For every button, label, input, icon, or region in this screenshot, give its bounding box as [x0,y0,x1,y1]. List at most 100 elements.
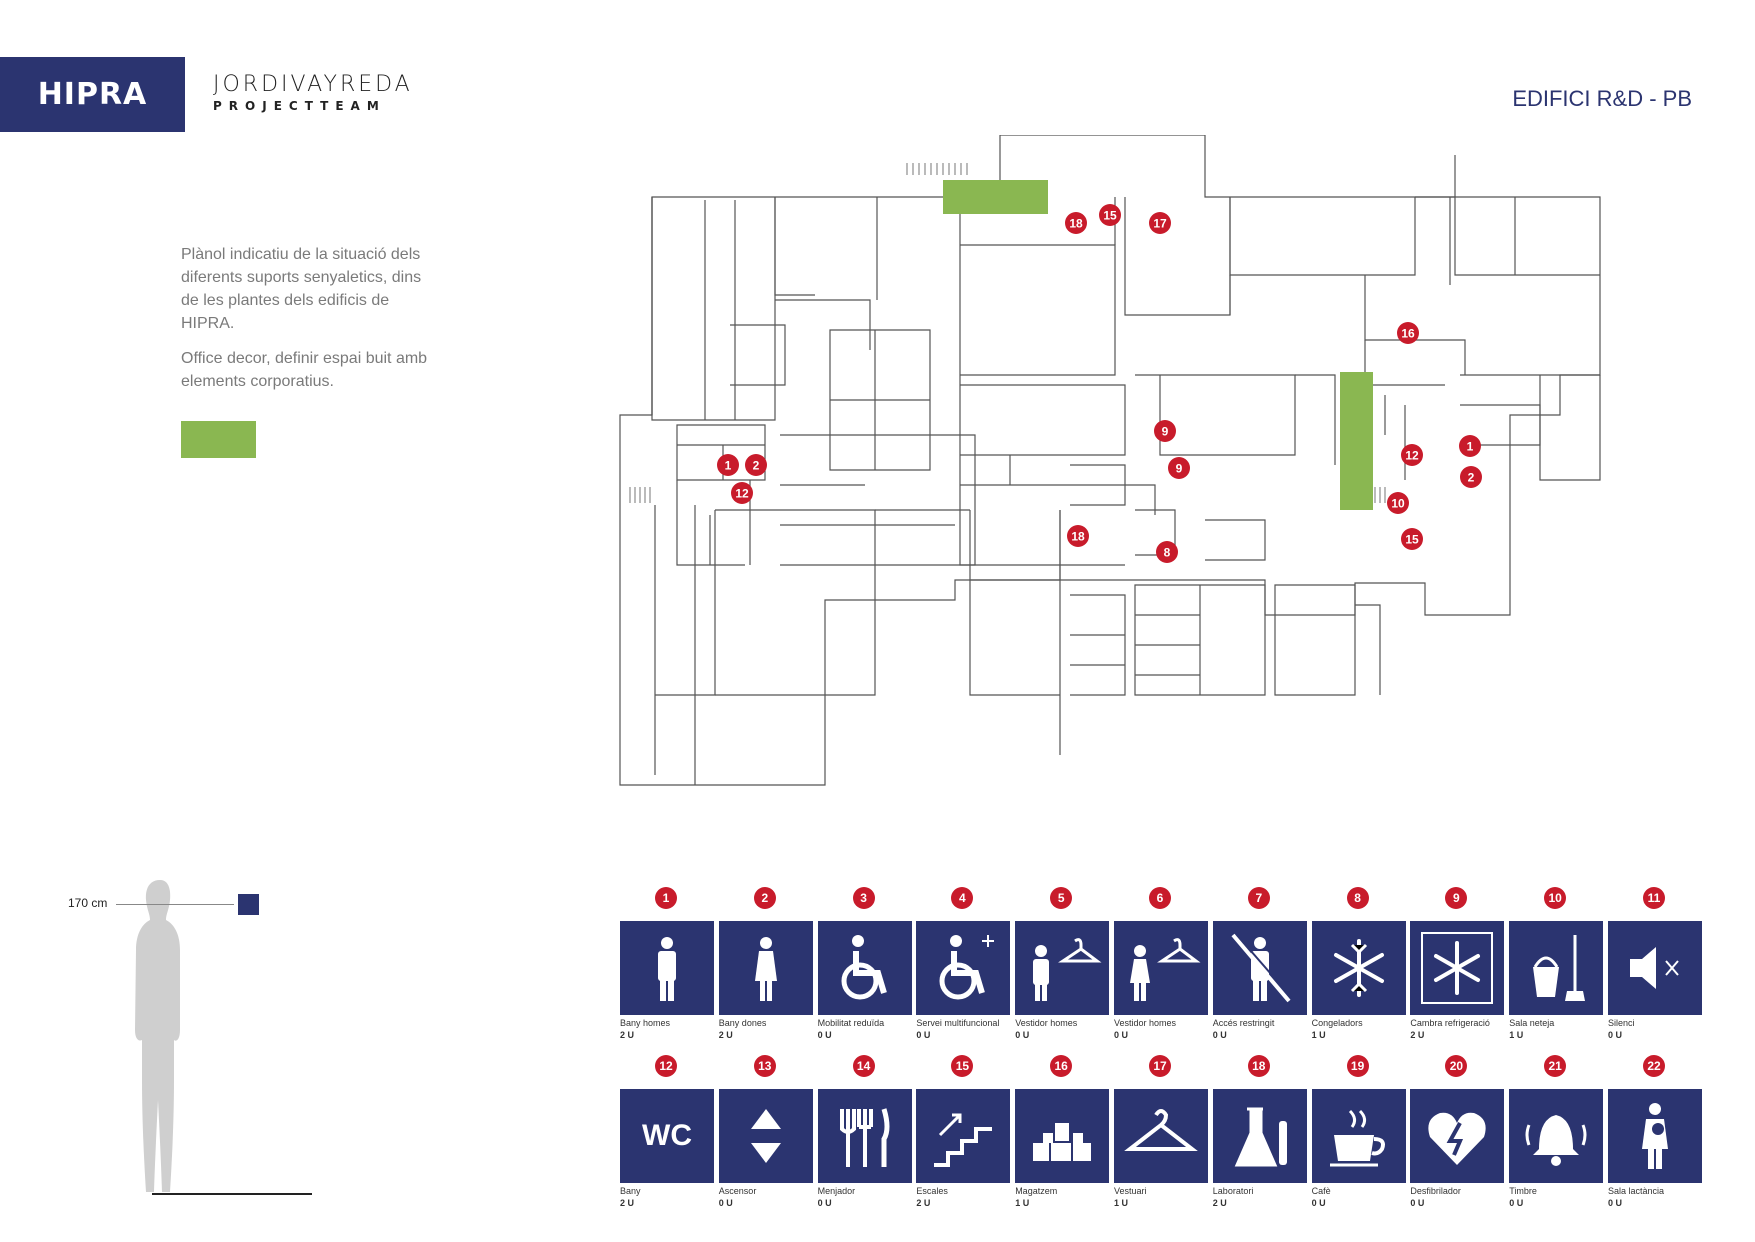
legend-item-quantity: 2 U [916,1198,931,1208]
legend-item-quantity: 0 U [1311,1198,1326,1208]
svg-text:18: 18 [1069,217,1083,231]
plan-marker-2: 2 [745,454,767,476]
legend-item-quantity: 1 U [1509,1030,1524,1040]
legend-number-badge: 5 [1050,887,1073,909]
svg-text:15: 15 [1405,533,1419,547]
legend-item-name: Bany dones [718,1018,767,1028]
office-decor-area-north [943,180,1048,214]
legend-item-name: Ascensor [718,1186,757,1196]
height-scale: 170 cm [0,880,330,1200]
legend-item-name: Servei multifuncional [916,1018,1000,1028]
legend-item-name: Escales [916,1186,948,1196]
legend-item-quantity: 0 U [817,1198,832,1208]
legend-number-badge: 15 [951,1055,974,1077]
legend-number-badge: 19 [1346,1055,1369,1077]
svg-text:16: 16 [1401,327,1415,341]
legend-number-badge: 11 [1643,887,1665,909]
legend-item-name: Sala neteja [1509,1018,1555,1028]
legend-item-quantity: 0 U [1114,1030,1129,1040]
legend-item-name: Timbre [1509,1186,1537,1196]
nursing-icon [1608,1089,1702,1183]
bucket-mop-icon [1509,921,1604,1015]
legend-number-badge: 2 [753,887,776,909]
svg-text:WC: WC [642,1119,692,1152]
page-title: EDIFICI R&D - PB [1512,86,1692,111]
boxes-icon [1015,1089,1110,1183]
legend-number-badge: 18 [1247,1055,1270,1077]
flask-icon [1212,1089,1307,1183]
man-icon [620,921,714,1015]
svg-text:12: 12 [735,487,749,501]
plan-marker-18: 18 [1067,525,1089,547]
floor-line [152,1193,312,1195]
intro-paragraph-2: Office decor, definir espai buit amb ele… [181,350,428,390]
svg-text:2: 2 [753,459,760,473]
svg-text:9: 9 [1176,462,1183,476]
partner-name: JORDIVAYREDA [213,72,413,97]
hipra-logo: HIPRA [0,57,185,132]
human-silhouette-icon [135,880,180,1192]
plan-marker-1: 1 [717,454,739,476]
plan-marker-8: 8 [1156,541,1178,563]
legend-item-name: Sala lactància [1608,1186,1665,1196]
office-decor-area-east [1340,372,1373,510]
legend-number-badge: 21 [1544,1055,1567,1077]
svg-text:12: 12 [1405,449,1419,463]
partner-logo: JORDIVAYREDA PROJECTTEAM [213,72,413,113]
legend-item-name: Cafè [1311,1186,1331,1196]
legend-item-quantity: 0 U [1212,1030,1227,1040]
plan-marker-15: 15 [1099,204,1121,226]
plan-marker-12: 12 [731,482,753,504]
snowflake-icon [1311,921,1406,1015]
plan-marker-9: 9 [1154,420,1176,442]
svg-text:18: 18 [1071,530,1085,544]
defibrillator-icon [1410,1089,1505,1183]
legend-number-badge: 3 [852,887,875,909]
legend-item-quantity: 0 U [1410,1198,1425,1208]
plan-marker-16: 16 [1397,322,1419,344]
legend-item-quantity: 2 U [718,1030,733,1040]
legend-item-quantity: 2 U [620,1198,635,1208]
height-label: 170 cm [68,896,108,910]
sign-height-marker [238,894,259,915]
hanger-icon [1114,1089,1208,1183]
legend-number-badge: 6 [1149,887,1171,909]
legend-item-name: Vestidor homes [1114,1018,1177,1028]
coffee-icon [1311,1089,1406,1183]
legend-item-name: Laboratori [1212,1186,1254,1196]
legend-item-quantity: 0 U [817,1030,832,1040]
legend-item-name: Congeladors [1311,1018,1363,1028]
snowflake-box-icon [1410,921,1505,1015]
legend-number-badge: 17 [1149,1055,1171,1077]
no-access-icon [1212,921,1307,1015]
legend-number-badge: 12 [655,1055,677,1077]
legend-item-quantity: 1 U [1311,1030,1326,1040]
legend-item-name: Magatzem [1015,1186,1058,1196]
legend-item-name: Menjador [817,1186,856,1196]
legend-number-badge: 20 [1445,1055,1468,1077]
plan-marker-9: 9 [1168,457,1190,479]
legend-item-name: Desfibrilador [1410,1186,1461,1196]
legend-item-quantity: 1 U [1114,1198,1129,1208]
intro-paragraph-1: Plànol indicatiu de la situació dels dif… [181,246,422,332]
legend-item-name: Bany homes [620,1018,671,1028]
intro-text: Plànol indicatiu de la situació dels dif… [181,243,431,405]
legend-number-badge: 13 [753,1055,776,1077]
legend-item-quantity: 0 U [916,1030,931,1040]
plan-marker-12: 12 [1401,444,1423,466]
office-decor-swatch [181,421,256,458]
plan-marker-1: 1 [1459,435,1481,457]
elevator-icon [718,1089,813,1183]
wheelchair-icon [817,921,912,1015]
plan-marker-2: 2 [1460,466,1482,488]
legend-item-quantity: 0 U [1509,1198,1524,1208]
wheelchair-plus-icon [916,921,1011,1015]
legend-number-badge: 9 [1445,887,1468,909]
legend-item-quantity: 1 U [1015,1198,1030,1208]
plan-marker-17: 17 [1149,212,1171,234]
legend-number-badge: 22 [1643,1055,1665,1077]
legend-number-badge: 7 [1247,887,1270,909]
